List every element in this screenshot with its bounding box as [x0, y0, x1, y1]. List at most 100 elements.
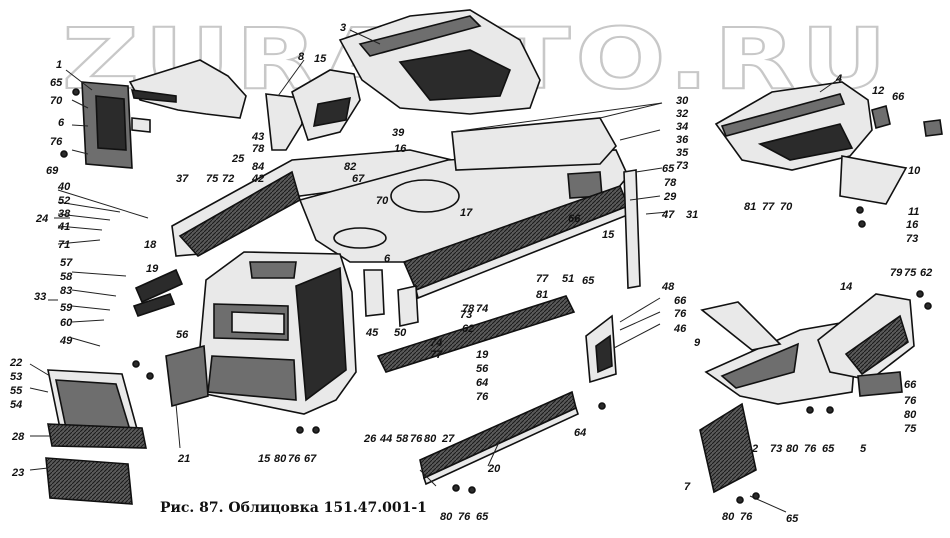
callout-label: 6 — [58, 117, 65, 129]
callout-label: 65 — [50, 77, 63, 89]
callout-label: 37 — [176, 173, 189, 185]
callout-label: 43 — [251, 131, 264, 143]
callout-label: 39 — [392, 127, 405, 139]
callout-label: 77 — [430, 349, 443, 361]
callout-label: 81 — [744, 201, 756, 213]
callout-label: 65 — [662, 163, 675, 175]
callout-label: 12 — [872, 85, 884, 97]
callout-labels: 1 65 70 6 76 69 3 8 15 43 78 25 84 42 39… — [9, 22, 932, 525]
callout-label: 49 — [59, 335, 73, 347]
part-plate-10 — [839, 155, 908, 205]
callout-label: 21 — [177, 453, 190, 465]
callout-label: 42 — [251, 173, 264, 185]
callout-label: 67 — [304, 453, 317, 465]
callout-label: 76 — [674, 308, 687, 320]
callout-label: 28 — [11, 431, 25, 443]
callout-label: 2 — [751, 443, 758, 455]
callout-label: 76 — [288, 453, 301, 465]
callout-label: 6 — [384, 253, 391, 265]
callout-label: 45 — [365, 327, 379, 339]
callout-label: 41 — [57, 221, 70, 233]
part-hood-cab — [195, 251, 357, 415]
callout-label: 78 — [462, 303, 475, 315]
callout-label: 75 — [904, 267, 917, 279]
figure-caption: Рис. 87. Облицовка 151.47.001-1 — [160, 500, 427, 516]
callout-label: 79 — [890, 267, 903, 279]
callout-label: 76 — [904, 395, 917, 407]
part-bracket-7 — [699, 402, 757, 494]
callout-label: 52 — [58, 195, 70, 207]
callout-label: 18 — [144, 239, 157, 251]
callout-label: 15 — [258, 453, 271, 465]
callout-label: 3 — [340, 22, 346, 34]
callout-label: 4 — [835, 73, 842, 85]
callout-label: 78 — [252, 143, 265, 155]
callout-label: 70 — [50, 95, 63, 107]
callout-label: 82 — [344, 161, 356, 173]
part-strip-28 — [47, 423, 147, 449]
callout-label: 73 — [676, 160, 688, 172]
callout-label: 75 — [206, 173, 219, 185]
callout-label: 64 — [574, 427, 586, 439]
callout-label: 76 — [740, 511, 753, 523]
callout-label: 67 — [352, 173, 365, 185]
callout-label: 17 — [460, 207, 473, 219]
part-fender-1 — [128, 59, 247, 119]
callout-label: 56 — [176, 329, 189, 341]
part-floor-17 — [298, 149, 629, 263]
callout-label: 66 — [904, 379, 917, 391]
callout-label: 74 — [476, 303, 488, 315]
part-side-bracket-left — [81, 81, 151, 169]
part-front-grille-22 — [47, 369, 142, 441]
part-panel-15 — [291, 69, 361, 141]
callout-label: 59 — [60, 302, 73, 314]
callout-label: 80 — [904, 409, 917, 421]
callout-label: 1 — [56, 59, 62, 71]
part-bracket-9 — [700, 301, 782, 351]
callout-label: 66 — [674, 295, 687, 307]
callout-label: 76 — [458, 511, 471, 523]
callout-label: 81 — [536, 289, 548, 301]
callout-label: 76 — [476, 391, 489, 403]
callout-label: 77 — [762, 201, 775, 213]
callout-label: 57 — [60, 257, 73, 269]
callout-label: 66 — [892, 91, 905, 103]
leader-lines — [29, 29, 841, 513]
callout-label: 84 — [252, 161, 264, 173]
callout-label: 53 — [10, 371, 22, 383]
callout-label: 70 — [376, 195, 389, 207]
fasteners — [60, 88, 932, 504]
part-rear-fender-3 — [338, 9, 541, 115]
callout-label: 48 — [661, 281, 675, 293]
part-post-47 — [623, 169, 641, 289]
part-bracket-45 — [363, 269, 385, 317]
callout-label: 33 — [34, 291, 46, 303]
callout-label: 80 — [274, 453, 287, 465]
callout-label: 5 — [860, 443, 867, 455]
callout-label: 55 — [10, 385, 23, 397]
callout-label: 66 — [568, 213, 581, 225]
callout-label: 77 — [536, 273, 549, 285]
callout-label: 64 — [476, 377, 488, 389]
part-small-brackets-right — [871, 104, 943, 137]
callout-label: 46 — [673, 323, 687, 335]
callout-label: 22 — [9, 357, 22, 369]
callout-label: 44 — [379, 433, 392, 445]
callout-label: 73 — [770, 443, 782, 455]
callout-label: 31 — [686, 209, 698, 221]
callout-label: 62 — [920, 267, 932, 279]
callout-label: 80 — [440, 511, 453, 523]
part-footboard-20 — [419, 390, 579, 486]
part-left-grille-strips — [132, 268, 209, 408]
callout-label: 35 — [676, 147, 689, 159]
callout-label: 80 — [424, 433, 437, 445]
callout-label: 15 — [314, 53, 327, 65]
callout-label: 58 — [60, 271, 73, 283]
callout-label: 16 — [906, 219, 919, 231]
callout-label: 73 — [906, 233, 918, 245]
callout-label: 80 — [722, 511, 735, 523]
callout-label: 76 — [410, 433, 423, 445]
callout-label: 76 — [50, 136, 63, 148]
callout-label: 73 — [460, 309, 472, 321]
